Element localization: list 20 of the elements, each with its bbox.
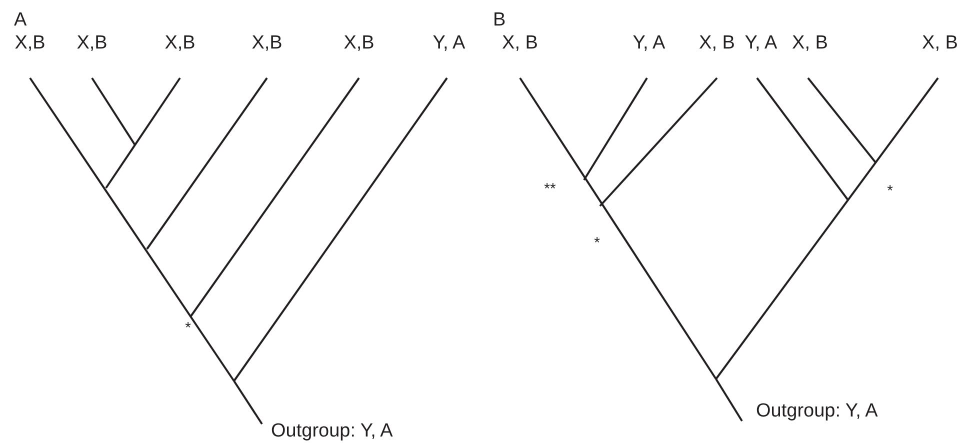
outgroup-label: Outgroup: Y, A xyxy=(271,422,393,440)
taxon-label: X,B xyxy=(252,34,282,52)
outgroup-label: Outgroup: Y, A xyxy=(756,402,878,420)
taxon-label: Y, A xyxy=(744,34,778,52)
asterisk-mark: ** xyxy=(544,182,556,196)
taxon-label: X,B xyxy=(164,34,196,52)
asterisk-mark: * xyxy=(185,320,191,336)
taxon-label: X, B xyxy=(502,34,538,52)
taxon-label: X, B xyxy=(792,34,828,52)
asterisk-mark: * xyxy=(594,236,600,250)
taxon-label: X,B xyxy=(344,34,374,52)
panel-letter: A xyxy=(14,10,27,30)
panel-letter: B xyxy=(493,10,506,30)
taxon-label: X, B xyxy=(922,34,958,52)
taxon-label: X,B xyxy=(76,34,108,52)
taxon-label: Y, A xyxy=(432,34,466,52)
taxon-label: X,B xyxy=(14,34,46,52)
asterisk-mark: * xyxy=(887,184,893,198)
taxon-label: X, B xyxy=(699,34,735,52)
taxon-label: Y, A xyxy=(632,34,666,52)
